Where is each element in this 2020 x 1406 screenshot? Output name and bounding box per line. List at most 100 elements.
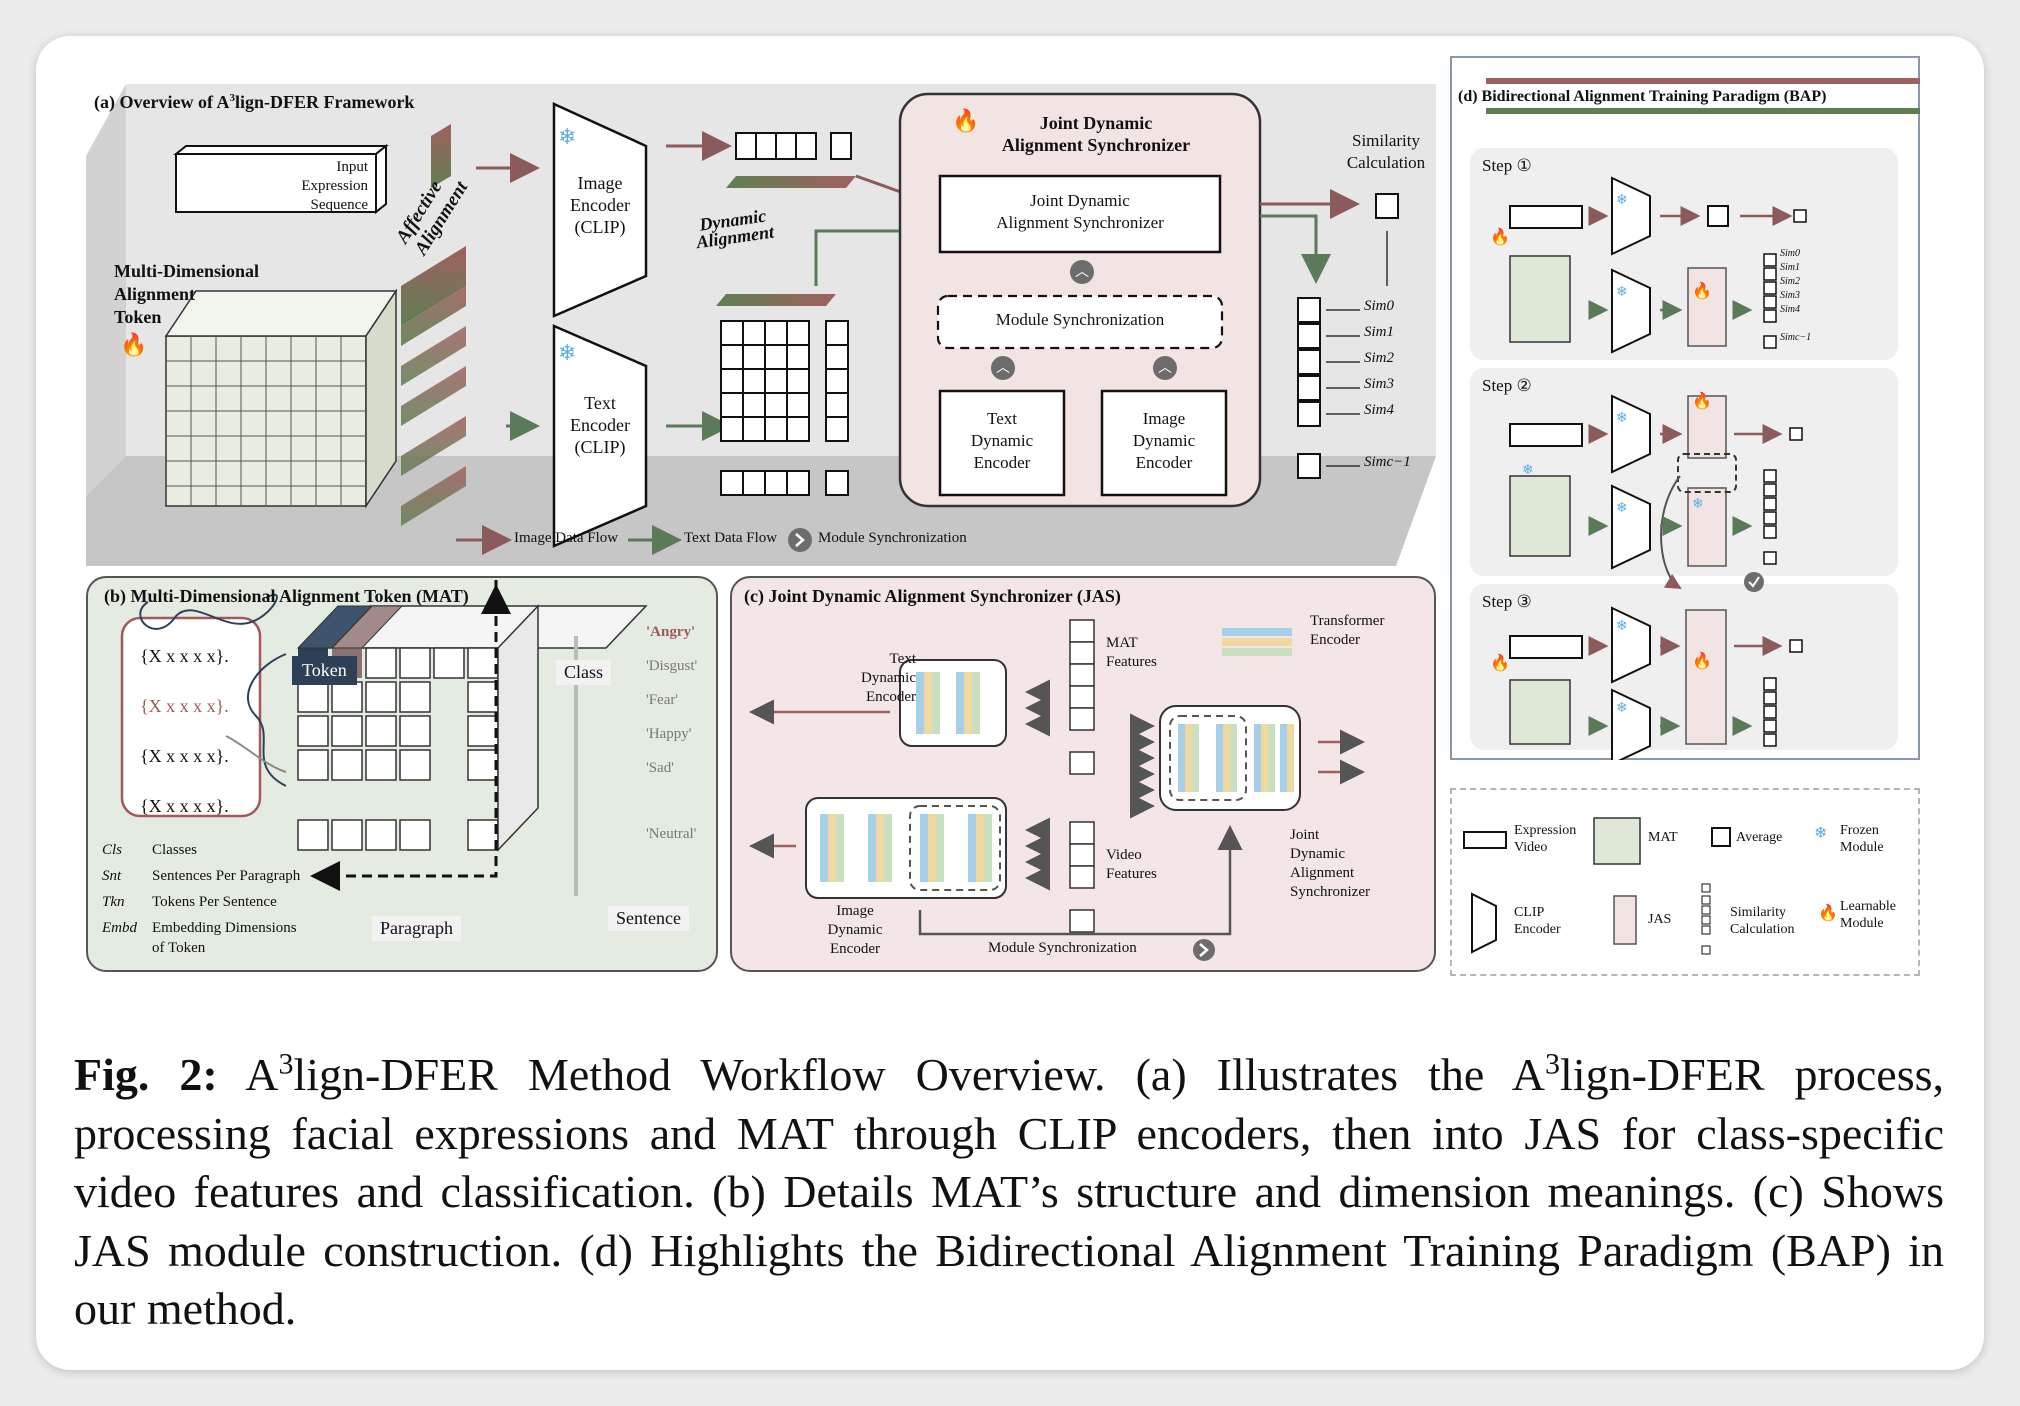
mat-features-label: MAT Features	[1106, 634, 1157, 672]
sim-label: Sim4	[1364, 402, 1394, 418]
jas-inner-label: Joint Dynamic Alignment Synchronizer	[940, 190, 1220, 234]
def-text: Sentences Per Paragraph	[152, 868, 301, 884]
c-text-dyn-line3: Encoder	[866, 689, 916, 705]
panel-c-title: (c) Joint Dynamic Alignment Synchronizer…	[744, 586, 1121, 606]
transformer-line1: Transformer	[1310, 613, 1385, 629]
legend-frozen-line1: Frozen	[1840, 823, 1879, 838]
mat-row: {X x x x x}.	[140, 646, 229, 666]
text-dynamic-encoder: Text Dynamic Encoder	[940, 408, 1064, 474]
snowflake-icon: ❄	[1616, 285, 1628, 300]
video-features-line2: Features	[1106, 866, 1157, 882]
c-image-dyn-line3: Encoder	[830, 941, 880, 957]
text-dyn-line3: Encoder	[973, 453, 1031, 472]
mat-row: {X x x x x}.	[140, 696, 229, 716]
panel-d-bar-bottom	[1486, 108, 1920, 114]
step2-label: Step ②	[1482, 376, 1532, 395]
class-label: Class	[556, 660, 612, 685]
snowflake-icon: ❄	[1616, 411, 1628, 426]
similarity-line1: Similarity	[1352, 131, 1420, 150]
mat-row: {X x x x x}.	[140, 796, 229, 816]
class-name: 'Angry'	[646, 624, 696, 640]
joint-line4: Synchronizer	[1290, 884, 1370, 900]
d-sim-label: Sim0	[1780, 248, 1800, 259]
caption-a-prefix: A	[245, 1049, 279, 1100]
snowflake-icon: ❄	[558, 340, 577, 365]
class-name: 'Disgust'	[646, 658, 698, 674]
panel-a-title-rest: lign-DFER Framework	[234, 92, 415, 112]
legend-similarity: Similarity Calculation	[1730, 904, 1795, 938]
module-sync-box: Module Synchronization	[995, 310, 1165, 329]
input-line3: Sequence	[310, 197, 368, 213]
sim-label: Sim0	[1364, 298, 1394, 314]
c-module-sync: Module Synchronization	[988, 940, 1137, 956]
fire-icon: 🔥	[952, 108, 980, 133]
legend-graphics	[1463, 817, 1731, 955]
image-encoder-line2: Encoder	[570, 195, 630, 215]
caption-sup: 3	[1545, 1047, 1561, 1081]
sentence-label: Sentence	[608, 906, 689, 931]
caption-label: Fig. 2:	[74, 1049, 218, 1100]
d-sim-label: Sim4	[1780, 304, 1800, 315]
def-text: Tokens Per Sentence	[152, 894, 277, 910]
legend-similarity-line1: Similarity	[1730, 905, 1786, 920]
panel-b-title: (b) Multi-Dimensional Alignment Token (M…	[104, 586, 469, 606]
similarity-calc-label: Similarity Calculation	[1316, 130, 1456, 174]
legend-expression-line2: Video	[1514, 840, 1548, 855]
jas-inner-line1: Joint Dynamic	[1030, 191, 1130, 210]
jas-title-line2: Alignment Synchronizer	[1001, 135, 1191, 155]
panel-a-graphics	[86, 84, 1436, 566]
def-abbr: Tkn	[102, 894, 125, 910]
text-dyn-line2: Dynamic	[970, 431, 1034, 450]
step3-label: Step ③	[1482, 592, 1532, 611]
chevron-up-icon: ︿	[991, 356, 1015, 380]
image-dyn-line2: Dynamic	[1132, 431, 1196, 450]
paragraph-label: Paragraph	[372, 916, 461, 941]
class-name: 'Sad'	[646, 760, 674, 776]
input-line2: Expression	[301, 178, 368, 194]
d-sim-label: Sim1	[1780, 262, 1800, 273]
legend-expression-line1: Expression	[1514, 823, 1577, 838]
panel-d-bar-top	[1486, 78, 1920, 84]
fire-icon: 🔥	[1692, 393, 1712, 410]
image-dyn-line3: Encoder	[1135, 453, 1193, 472]
caption-sup: 3	[278, 1047, 294, 1081]
text-encoder-line2: Encoder	[570, 415, 630, 435]
caption-part2: lign-DFER process, processing facial exp…	[74, 1049, 1944, 1334]
sim-label: Sim1	[1364, 324, 1394, 340]
def-abbr: Cls	[102, 842, 123, 858]
figure-caption: Fig. 2: A3lign-DFER Method Workflow Over…	[74, 1046, 1944, 1339]
class-name: 'Neutral'	[646, 826, 697, 842]
text-encoder-line1: Text	[584, 393, 616, 413]
snowflake-icon: ❄	[1522, 463, 1534, 478]
legend-frozen: Frozen Module	[1840, 822, 1884, 856]
c-text-dyn-line1: Text	[889, 651, 916, 667]
d-sim-label: Simc−1	[1780, 332, 1812, 343]
legend-jas: JAS	[1648, 912, 1672, 927]
panel-b-graphics	[120, 576, 648, 896]
jas-title-line1: Joint Dynamic	[1039, 113, 1153, 133]
legend-learnable-line2: Module	[1840, 916, 1884, 931]
image-dynamic-encoder: Image Dynamic Encoder	[1102, 408, 1226, 474]
snowflake-icon: ❄	[1616, 501, 1628, 516]
chevron-up-icon: ︿	[1153, 356, 1177, 380]
legend-text-flow: Text Data Flow	[684, 530, 778, 546]
text-encoder-label: Text Encoder (CLIP)	[554, 392, 646, 458]
sim-label: Sim2	[1364, 350, 1394, 366]
legend-expression: Expression Video	[1514, 822, 1576, 856]
image-encoder-line1: Image	[577, 173, 623, 193]
fire-icon: 🔥	[1692, 283, 1712, 300]
legend-box	[1450, 788, 1920, 976]
panel-d-title: (d) Bidirectional Alignment Training Par…	[1458, 88, 1827, 105]
legend-image-flow: Image Data Flow	[514, 530, 619, 546]
legend-module-sync: Module Synchronization	[818, 530, 967, 546]
def-text: Embedding Dimensions	[152, 920, 297, 936]
def-abbr: Snt	[102, 868, 122, 884]
mat-label: Multi-Dimensional Alignment Token	[114, 260, 259, 329]
legend-average: Average	[1736, 830, 1783, 845]
legend-clip-line1: CLIP	[1514, 905, 1545, 920]
snowflake-icon: ❄	[558, 124, 577, 149]
panel-a-title-text: (a) Overview of A	[94, 92, 230, 112]
d-sim-label: Sim3	[1780, 290, 1800, 301]
jas-title: Joint Dynamic Alignment Synchronizer	[986, 112, 1206, 156]
legend-frozen-line2: Module	[1840, 840, 1884, 855]
